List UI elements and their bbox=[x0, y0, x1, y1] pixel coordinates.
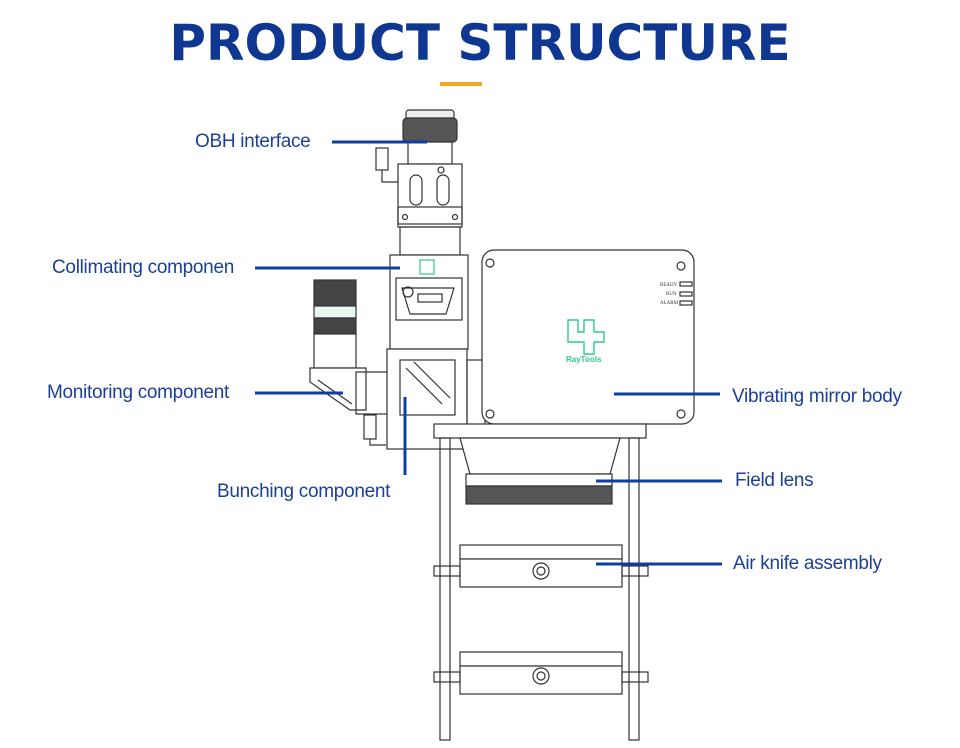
label-bunching-component: Bunching component bbox=[217, 481, 391, 502]
label-vibrating-mirror-body: Vibrating mirror body bbox=[732, 386, 902, 407]
title-underline bbox=[440, 82, 482, 86]
air-knife-part bbox=[433, 544, 649, 695]
indicator-alarm: ALARM bbox=[660, 301, 679, 306]
monitoring-part bbox=[309, 279, 389, 446]
label-obh-interface: OBH interface bbox=[195, 131, 311, 152]
leader-lines bbox=[255, 140, 722, 566]
label-monitoring-component: Monitoring component bbox=[47, 382, 229, 403]
frame bbox=[433, 423, 647, 741]
obh-interface-part bbox=[375, 109, 463, 256]
page-title: PRODUCT STRUCTURE bbox=[169, 14, 791, 72]
label-field-lens: Field lens bbox=[735, 470, 814, 491]
field-lens-part bbox=[465, 473, 613, 505]
label-collimating-component: Collimating componen bbox=[52, 257, 234, 278]
label-air-knife-assembly: Air knife assembly bbox=[733, 553, 882, 574]
indicator-run: RUN bbox=[666, 292, 677, 297]
vibrating-mirror-part: RayTools READY RUN ALARM bbox=[481, 249, 695, 425]
collimating-part bbox=[389, 254, 469, 350]
indicator-ready: READY bbox=[660, 283, 678, 288]
svg-text:RayTools: RayTools bbox=[566, 355, 602, 364]
